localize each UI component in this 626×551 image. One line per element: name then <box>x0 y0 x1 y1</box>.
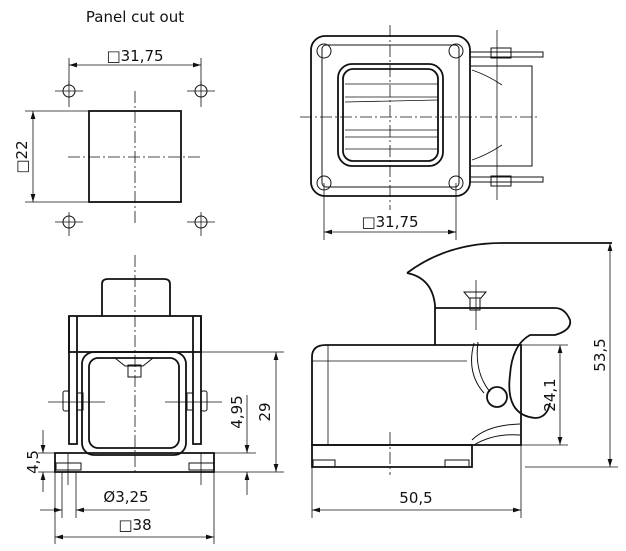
front-height-dim: 29 <box>256 402 274 421</box>
panel-hole-spacing-dim: □31,75 <box>106 47 163 65</box>
pin-height-dim: 4,95 <box>228 395 246 428</box>
hole-diameter-dim: Ø3,25 <box>103 488 148 506</box>
top-view: □31,75 <box>300 25 544 240</box>
panel-cutout-title: Panel cut out <box>86 8 184 26</box>
cutout-size-dim: □22 <box>13 140 31 173</box>
top-hole-spacing-dim: □31,75 <box>361 213 418 231</box>
length-dim: 50,5 <box>399 489 432 507</box>
panel-cutout-view: Panel cut out □31,75 □22 <box>13 8 215 236</box>
body-height-dim: 24,1 <box>541 378 559 411</box>
base-height-dim: 4,5 <box>24 450 42 474</box>
base-width-dim: □38 <box>118 516 151 534</box>
side-view: 24,1 53,5 50,5 <box>311 242 618 518</box>
total-height-dim: 53,5 <box>591 338 609 371</box>
mounting-holes <box>55 81 215 236</box>
front-view: 29 4,95 4,5 Ø3,25 □38 <box>24 255 284 544</box>
